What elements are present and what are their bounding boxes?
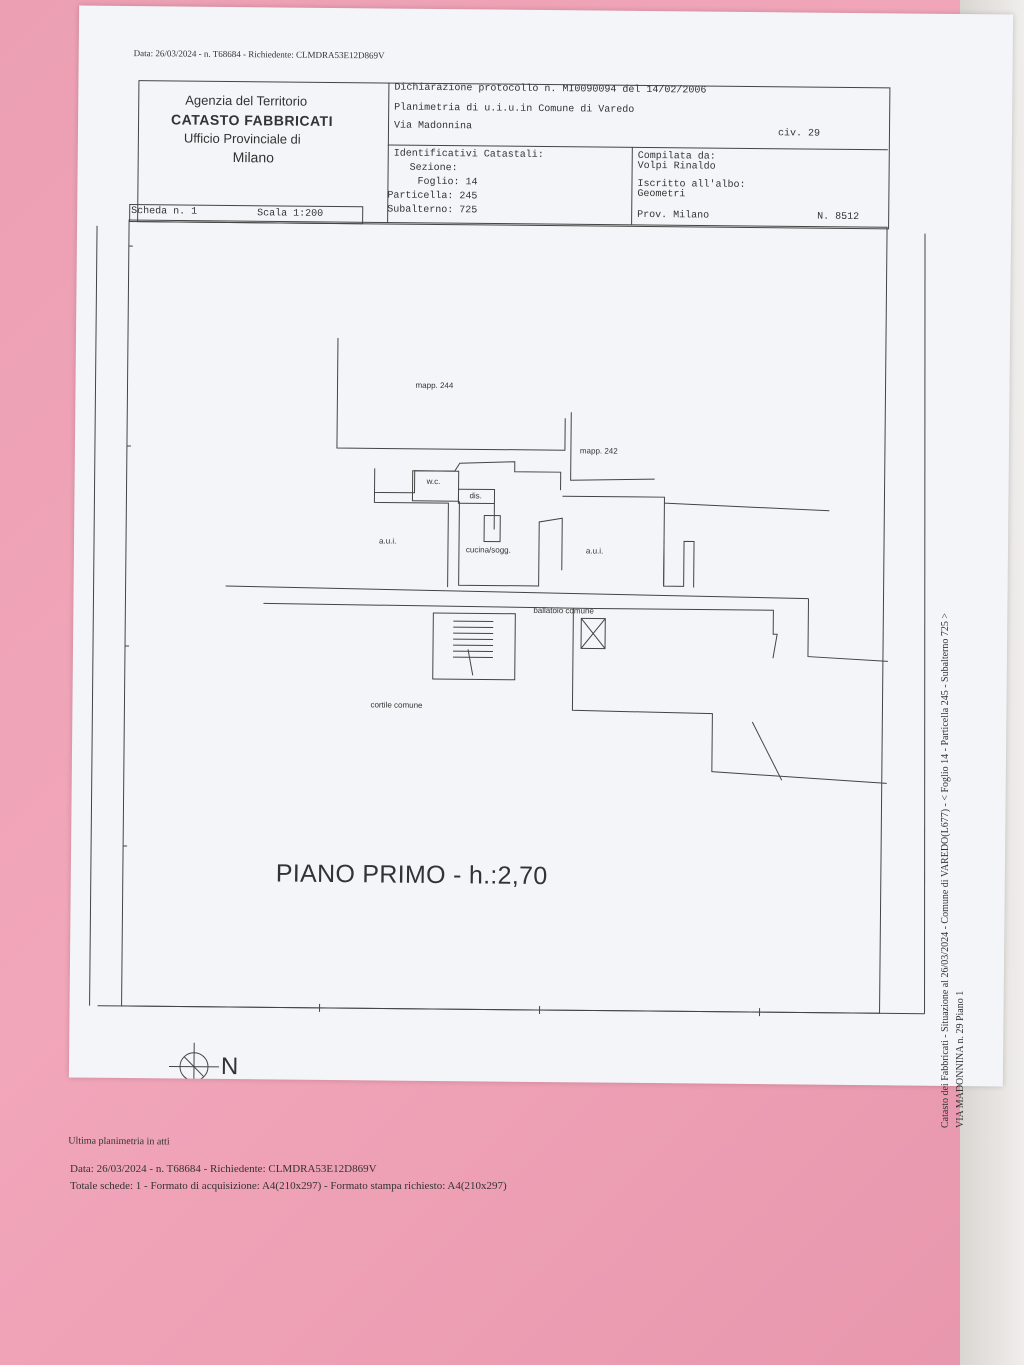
label-mapp244: mapp. 244 bbox=[415, 380, 454, 391]
floor-title: PIANO PRIMO - h.:2,70 bbox=[275, 859, 548, 891]
label-aui-right: a.u.i. bbox=[585, 546, 604, 556]
floor-plan-drawing bbox=[89, 219, 926, 1087]
north-label: N bbox=[220, 1052, 239, 1081]
label-aui-left: a.u.i. bbox=[378, 536, 397, 546]
cadastral-sheet: Data: 26/03/2024 - n. T68684 - Richieden… bbox=[68, 5, 1014, 1147]
label-cucina: cucina/sogg. bbox=[465, 545, 511, 555]
footer-totale: Totale schede: 1 - Formato di acquisizio… bbox=[70, 1180, 507, 1192]
label-cortile: cortile comune bbox=[370, 700, 423, 710]
side-text-line1: Catasto dei Fabbricati - Situazione al 2… bbox=[940, 613, 951, 1128]
label-wc: w.c. bbox=[426, 476, 441, 487]
label-mapp242: mapp. 242 bbox=[579, 446, 618, 456]
footer-data: Data: 26/03/2024 - n. T68684 - Richieden… bbox=[70, 1163, 377, 1175]
label-ballatoio: ballatoio comune bbox=[533, 605, 594, 616]
side-text-line2: VIA MADONNINA n. 29 Piano 1 bbox=[955, 990, 966, 1128]
label-dis: dis. bbox=[469, 491, 482, 501]
footer-ultima: Ultima planimetria in atti bbox=[68, 1135, 170, 1148]
drawing-frame bbox=[121, 219, 888, 1014]
